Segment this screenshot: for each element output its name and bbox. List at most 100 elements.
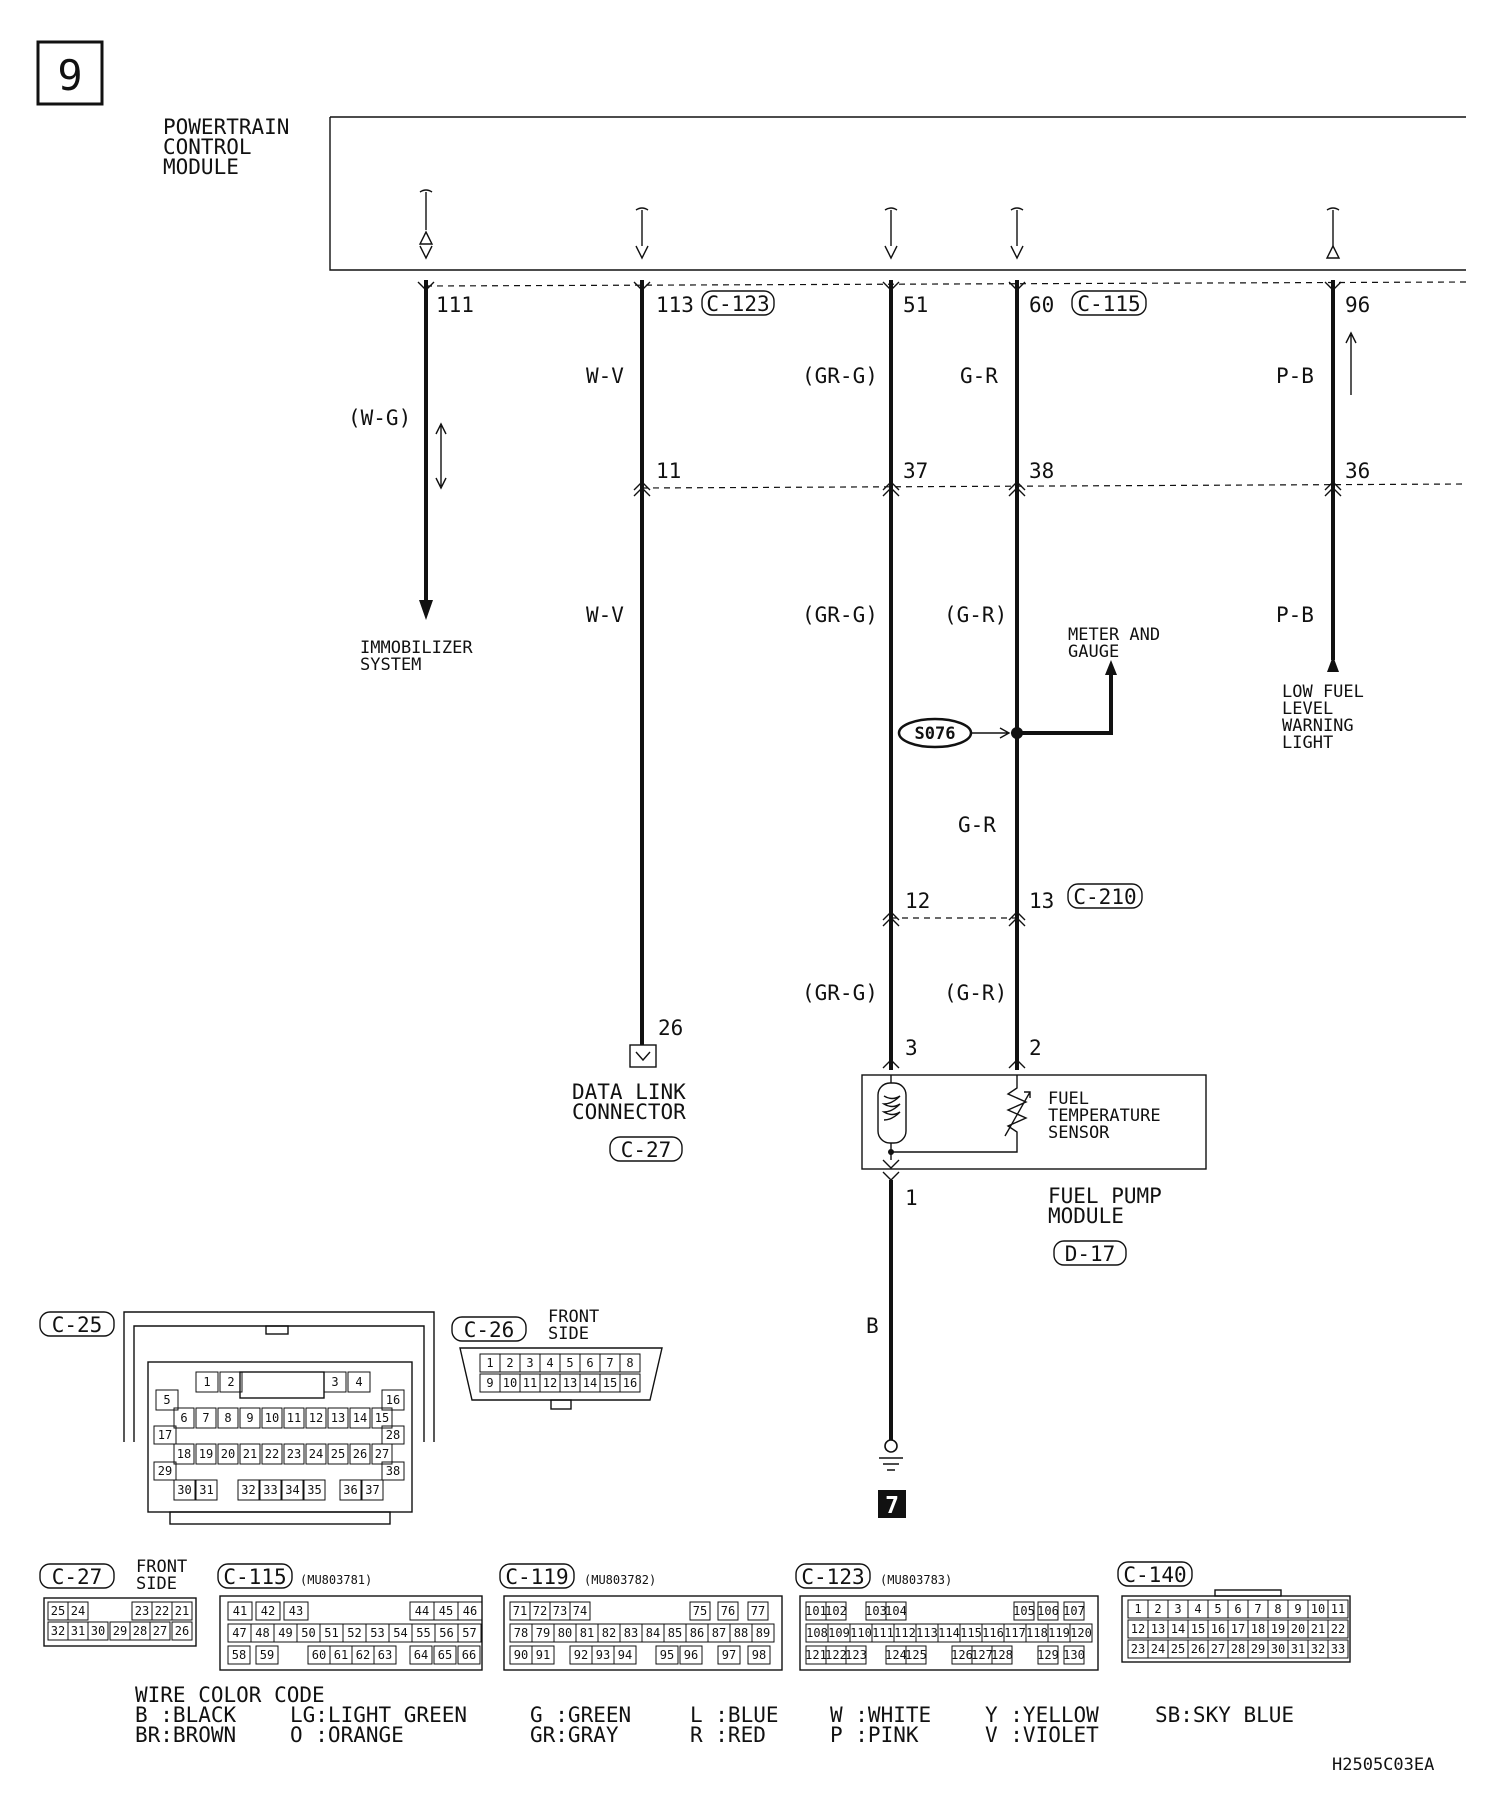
wire-51-color-upper: (GR-G) <box>802 364 878 388</box>
wire-51-junction <box>882 481 900 497</box>
wire-60-terminal <box>1008 281 1026 291</box>
fuel-warning-label-2: LEVEL <box>1282 699 1333 719</box>
connector-c115-pin: 48 <box>255 1626 269 1640</box>
connector-c26-pin: 1 <box>486 1356 493 1370</box>
connector-c25-pin: 31 <box>199 1483 213 1497</box>
connector-c25-pin: 38 <box>386 1464 400 1478</box>
ground-terminal-icon <box>884 1439 898 1453</box>
connector-c119-pin: 72 <box>533 1604 547 1618</box>
connector-c123-pin: 121 <box>805 1648 827 1662</box>
connector-c25-cell <box>305 1407 327 1429</box>
connector-c119-pin: 84 <box>646 1626 660 1640</box>
connector-c140-pin: 31 <box>1291 1642 1305 1656</box>
connector-c119-pin: 94 <box>618 1648 632 1662</box>
connector-c123-pin: 125 <box>905 1648 927 1662</box>
connector-c25-cell <box>155 1389 179 1411</box>
connector-c115-pin: 46 <box>463 1604 477 1618</box>
connector-c25-cell <box>349 1407 371 1429</box>
connector-c25-pin: 17 <box>158 1428 172 1442</box>
connector-c140-cell <box>1327 1639 1349 1659</box>
connector-c140-pin: 25 <box>1171 1642 1185 1656</box>
connector-c123-pin: 119 <box>1048 1626 1070 1640</box>
connector-c25-cell <box>347 1371 371 1393</box>
connector-c140-pin: 15 <box>1191 1622 1205 1636</box>
connector-c25-cell <box>323 1371 347 1393</box>
connector-c25-pin: 36 <box>343 1483 357 1497</box>
meter-label-2: GAUGE <box>1068 642 1119 662</box>
connector-c115-cell <box>457 1645 481 1665</box>
wire-96-end-arrow <box>1327 656 1339 672</box>
connector-c115-pin: 44 <box>415 1604 429 1618</box>
connector-c115-cell <box>227 1645 251 1665</box>
connector-c25-cell <box>217 1407 239 1429</box>
connector-c115-pin: 56 <box>439 1626 453 1640</box>
connector-c25-pin: 23 <box>287 1447 301 1461</box>
connector-c123-pin: 112 <box>894 1626 916 1640</box>
connector-c119-name: C-119 <box>505 1565 568 1589</box>
wire-51-c210-pin: 12 <box>905 889 930 913</box>
connector-c25-pin: 24 <box>309 1447 323 1461</box>
connector-c25-cell <box>173 1479 196 1501</box>
wire-111-pin: 111 <box>436 293 474 317</box>
ground-symbol-icon <box>879 1457 903 1471</box>
wire-60-pin: 60 <box>1029 293 1054 317</box>
connector-c26-name-tag <box>451 1316 527 1342</box>
color-code-entry: BR:BROWN <box>135 1723 236 1747</box>
connector-c119-part: (MU803782) <box>584 1573 656 1587</box>
connector-c25-cell <box>239 1407 261 1429</box>
wire-60-c210-junction <box>1008 911 1026 927</box>
connector-c140-pin: 16 <box>1211 1622 1225 1636</box>
thermistor-icon <box>1004 1075 1031 1140</box>
wire-60-junction <box>1008 481 1026 497</box>
connector-c123-pin: 127 <box>971 1648 993 1662</box>
color-code-entry: GR:GRAY <box>530 1723 619 1747</box>
wire-60-color-bottom: (G-R) <box>944 981 1007 1005</box>
connector-c26-pin: 5 <box>566 1356 573 1370</box>
connector-c123-pin: 114 <box>938 1626 960 1640</box>
color-code-entry: L :BLUE <box>690 1703 779 1727</box>
color-code-entry: P :PINK <box>830 1723 919 1747</box>
connector-c25-cell <box>381 1461 405 1481</box>
connector-c140-pin: 9 <box>1294 1602 1301 1616</box>
connector-c25-pin: 21 <box>243 1447 257 1461</box>
connector-c119-pin: 77 <box>751 1604 765 1618</box>
connector-c115-pin: 53 <box>370 1626 384 1640</box>
connector-c25-cell <box>339 1479 362 1501</box>
wire-96-pin: 96 <box>1345 293 1370 317</box>
connector-c140-pin: 21 <box>1311 1622 1325 1636</box>
connector-c25-pin: 16 <box>386 1393 400 1407</box>
wire-51-pin: 51 <box>903 293 928 317</box>
connector-c27-pin: 23 <box>135 1604 149 1618</box>
connector-c25-pin: 26 <box>353 1447 367 1461</box>
connector-c26-pin: 8 <box>626 1356 633 1370</box>
connector-c123-name-tag <box>795 1563 871 1589</box>
connector-c115-pin: 51 <box>324 1626 338 1640</box>
connector-c25-cell <box>303 1479 326 1501</box>
connector-c140-pin: 12 <box>1131 1622 1145 1636</box>
connector-c119-pin: 98 <box>752 1648 766 1662</box>
pcm-internal-symbols <box>418 189 1341 260</box>
connector-c27-pin: 25 <box>51 1604 65 1618</box>
connector-c140-pin: 23 <box>1131 1642 1145 1656</box>
connector-c119-cell <box>747 1645 771 1665</box>
connector-c115-pin: 49 <box>278 1626 292 1640</box>
connector-c115-name: C-115 <box>223 1565 286 1589</box>
color-code-entry: V :VIOLET <box>985 1723 1099 1747</box>
connector-c27-pin: 30 <box>91 1624 105 1638</box>
page-number: 9 <box>57 51 82 100</box>
splice-tag-label: S076 <box>915 724 956 744</box>
connector-c119-cell <box>655 1645 679 1665</box>
wire-51-module-terminal <box>882 1059 900 1069</box>
wire-51-color-lower: (GR-G) <box>802 603 878 627</box>
connector-c25-pin: 30 <box>177 1483 191 1497</box>
connector-c26-pin: 7 <box>606 1356 613 1370</box>
connector-c115-pin: 62 <box>356 1648 370 1662</box>
wire-60-color-upper: G-R <box>960 364 998 388</box>
connector-tag-d17-label: D-17 <box>1065 1242 1116 1266</box>
wire-113-color-upper: W-V <box>586 364 624 388</box>
pump-coil-icon <box>881 1095 901 1121</box>
connector-tag-c210-label: C-210 <box>1073 885 1136 909</box>
